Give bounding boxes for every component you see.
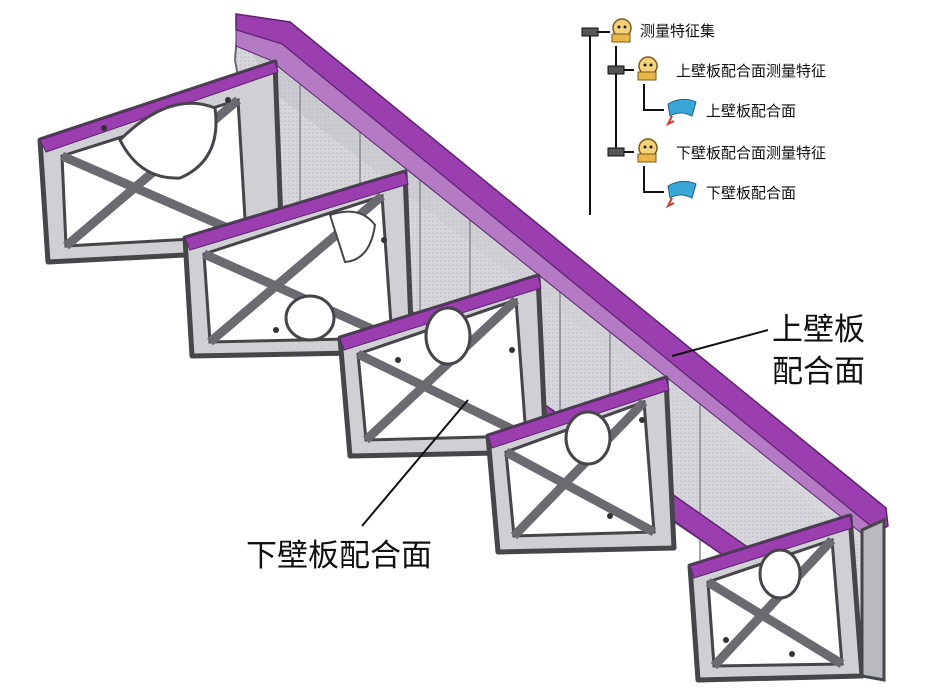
- tree-label-root: 测量特征集: [640, 22, 715, 40]
- tree-label-lower-feature: 下壁板配合面测量特征: [676, 144, 826, 162]
- tree-node-lower-surface[interactable]: 下壁板配合面: [643, 166, 796, 209]
- measure-feature-icon: [637, 56, 658, 81]
- callout-lower: 下壁板配合面: [246, 538, 432, 574]
- tree-node-upper-feature[interactable]: 上壁板配合面测量特征: [607, 56, 826, 81]
- surface-icon: [665, 98, 697, 127]
- callout-upper-line1: 上壁板: [772, 312, 865, 348]
- leader-line-lower: [361, 399, 469, 527]
- tree-label-upper-surface: 上壁板配合面: [706, 102, 796, 120]
- tree-node-upper-surface[interactable]: 上壁板配合面: [643, 84, 796, 127]
- measure-feature-icon: [611, 18, 632, 43]
- tree-label-lower-surface: 下壁板配合面: [706, 184, 796, 202]
- rib-5: [687, 513, 886, 683]
- tree-label-upper-feature: 上壁板配合面测量特征: [676, 62, 826, 80]
- tree-node-root[interactable]: 测量特征集: [581, 18, 715, 43]
- rib-3: [337, 273, 549, 459]
- rib-4: [485, 375, 677, 555]
- callout-upper-line2: 配合面: [772, 354, 865, 390]
- callout-upper-mating-surface: 上壁板 配合面: [671, 312, 865, 390]
- measure-feature-icon: [637, 138, 658, 163]
- feature-tree: 测量特征集 上壁板配合面测量特征 上壁板配合面: [581, 18, 826, 215]
- tree-node-lower-feature[interactable]: 下壁板配合面测量特征: [607, 138, 826, 163]
- leader-line-upper: [671, 329, 769, 357]
- callout-lower-mating-surface: 下壁板配合面: [246, 399, 469, 574]
- rib-2: [182, 169, 415, 359]
- surface-icon: [665, 180, 697, 209]
